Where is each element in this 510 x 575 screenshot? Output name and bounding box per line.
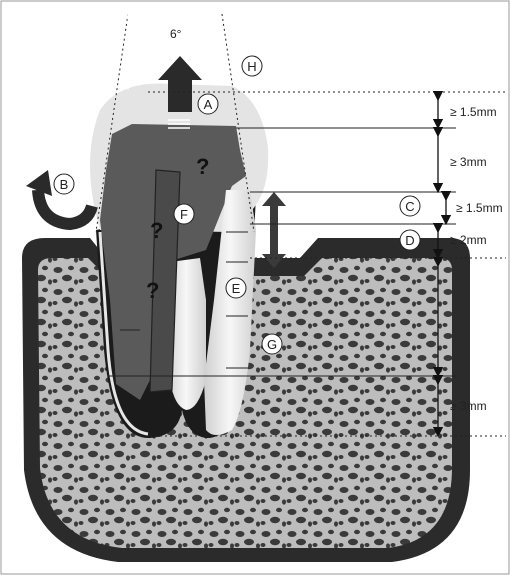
svg-text:B: B (60, 177, 69, 192)
angle-label: 6° (170, 27, 182, 41)
svg-text:A: A (204, 97, 213, 112)
label-E: E (226, 278, 246, 298)
svg-text:E: E (232, 281, 241, 296)
dim-label-2: ≥ 3mm (450, 155, 487, 169)
question-mark-post-upper: ? (150, 218, 163, 243)
dim-label-5: ≥ 3mm (450, 399, 487, 413)
dim-label-4: ≥ 2mm (450, 233, 487, 247)
question-mark-post-lower: ? (146, 278, 159, 303)
label-D: D (400, 230, 420, 250)
label-B: B (54, 174, 74, 194)
svg-text:F: F (180, 207, 188, 222)
biologic-width-arrow (262, 192, 286, 268)
rotation-arrow (38, 190, 92, 224)
svg-text:D: D (405, 233, 414, 248)
label-H: H (242, 56, 262, 76)
dim-label-3: ≥ 1.5mm (456, 201, 503, 215)
svg-text:G: G (267, 337, 277, 352)
label-G: G (262, 334, 282, 354)
label-A: A (198, 94, 218, 114)
svg-text:H: H (247, 59, 256, 74)
svg-text:C: C (405, 199, 414, 214)
label-F: F (174, 204, 194, 224)
label-C: C (400, 196, 420, 216)
dim-label-1: ≥ 1.5mm (450, 105, 497, 119)
question-mark-core: ? (196, 154, 209, 179)
